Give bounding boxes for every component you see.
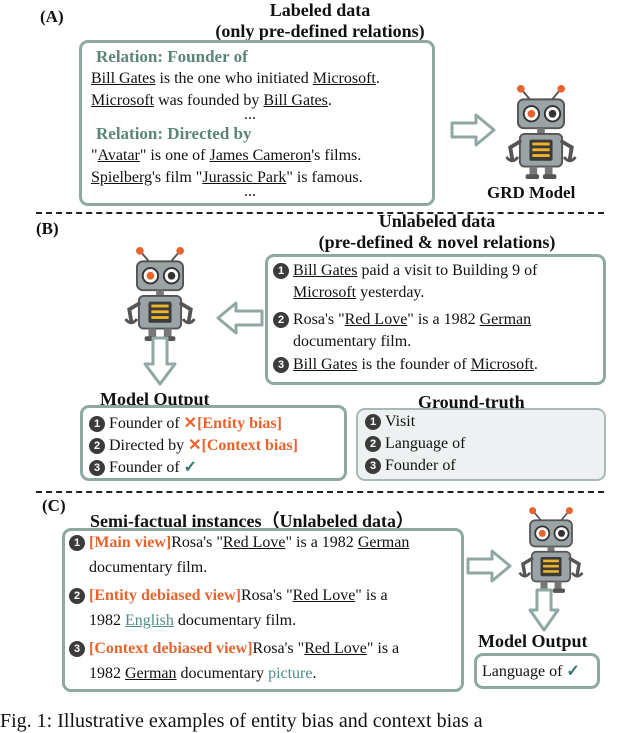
ellipsis: ... bbox=[244, 183, 256, 200]
left-arrow-icon bbox=[216, 301, 264, 335]
labeled-sentence: Microsoft was founded by Bill Gates. bbox=[91, 92, 332, 109]
relation-directed-by-heading: Relation: Directed by bbox=[96, 124, 252, 143]
labeled-sentence: "Avatar" is one of James Cameron's films… bbox=[91, 147, 362, 164]
view-item: 1[Main view]Rosa's "Red Love" is a 1982 … bbox=[69, 534, 409, 552]
view-item-cont: 1982 German documentary picture. bbox=[89, 665, 317, 682]
robot-icon bbox=[516, 506, 586, 594]
view-item-cont: documentary film. bbox=[89, 559, 208, 576]
labeled-data-box bbox=[79, 40, 435, 206]
ground-truth-box bbox=[356, 408, 606, 481]
section-c-title: Semi-factual instances（Unlabeled data） bbox=[90, 511, 414, 531]
section-b-title: Unlabeled data (pre-defined & novel rela… bbox=[318, 211, 556, 252]
down-arrow-icon bbox=[528, 588, 560, 632]
relation-founder-of-heading: Relation: Founder of bbox=[96, 47, 248, 66]
robot-icon bbox=[120, 246, 200, 342]
model-output-title: Model Output bbox=[100, 389, 210, 409]
model-output-title: Model Output bbox=[478, 631, 588, 651]
ellipsis: ... bbox=[244, 106, 256, 123]
ground-truth-title: Ground-truth bbox=[418, 392, 525, 412]
check-icon: ✓ bbox=[566, 663, 580, 680]
grd-model-label: GRD Model bbox=[487, 183, 576, 202]
semi-factual-box bbox=[62, 528, 464, 692]
view-item: 3[Context debiased view]Rosa's "Red Love… bbox=[69, 640, 399, 658]
section-divider bbox=[36, 212, 604, 214]
unlabeled-item-cont: documentary film. bbox=[293, 333, 412, 350]
unlabeled-data-box bbox=[265, 254, 606, 385]
cross-icon: ✕ bbox=[183, 415, 198, 432]
labeled-sentence: Spielberg's film "Jurassic Park" is famo… bbox=[91, 169, 363, 186]
section-a-title: Labeled data (only pre-defined relations… bbox=[215, 0, 425, 41]
section-divider bbox=[36, 491, 604, 493]
model-output-item: Language of ✓ bbox=[482, 663, 580, 680]
labeled-sentence: Bill Gates is the one who initiated Micr… bbox=[91, 70, 380, 87]
cross-icon: ✕ bbox=[188, 437, 202, 454]
section-c-label: (C) bbox=[42, 496, 66, 515]
right-arrow-icon bbox=[450, 113, 496, 147]
view-item-cont: 1982 English documentary film. bbox=[89, 612, 297, 629]
robot-icon bbox=[502, 84, 580, 180]
section-a-label: (A) bbox=[40, 7, 64, 26]
figure-caption: Fig. 1: Illustrative examples of entity … bbox=[0, 710, 483, 732]
section-b-label: (B) bbox=[36, 219, 59, 238]
check-icon: ✓ bbox=[183, 459, 198, 476]
model-output-box bbox=[80, 405, 347, 481]
down-arrow-icon bbox=[143, 336, 177, 386]
right-arrow-icon bbox=[466, 549, 512, 583]
view-item: 2[Entity debiased view]Rosa's "Red Love"… bbox=[69, 587, 388, 605]
model-output-box bbox=[474, 653, 600, 689]
unlabeled-item-cont: Microsoft yesterday. bbox=[293, 284, 425, 301]
